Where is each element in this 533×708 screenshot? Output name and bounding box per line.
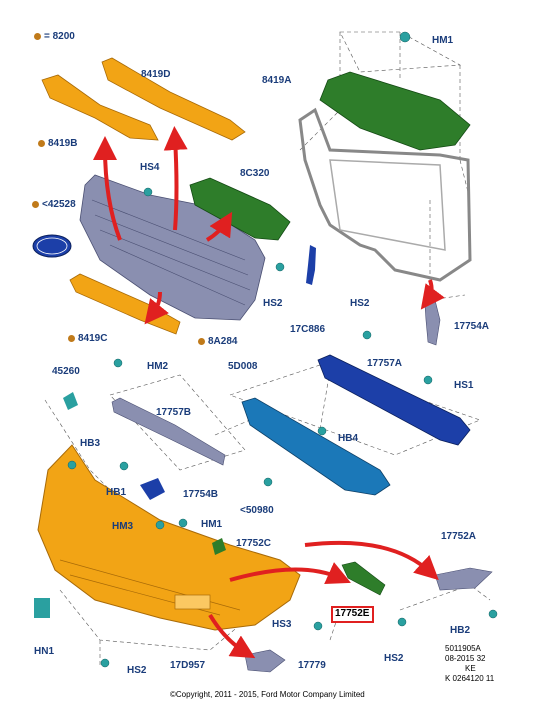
ref-line-4: K 0264120 11 [445, 674, 495, 683]
bracket-17754B [140, 478, 165, 500]
label-hs2-c: HS2 [127, 665, 147, 676]
label-hb2: HB2 [450, 625, 471, 636]
fastener-group [67, 31, 498, 668]
label-hm2: HM2 [147, 361, 169, 372]
label-8A284: 8A284 [198, 336, 237, 348]
assembly-arrows [93, 126, 445, 659]
label-hs3: HS3 [272, 619, 292, 630]
label-17757A: 17757A [367, 358, 403, 369]
dot-icon [68, 334, 75, 342]
legend-dot-icon [34, 32, 41, 40]
label-17754B: 17754B [183, 489, 219, 500]
label-17754A: 17754A [454, 321, 490, 332]
cover-17779 [244, 649, 286, 673]
part-HN1 [34, 598, 50, 618]
label-hm3: HM3 [112, 521, 134, 532]
label-17752E: 17752E [335, 608, 370, 619]
highlight-box-17752E [331, 606, 374, 623]
grille-8419D [101, 57, 246, 141]
label-45260: 45260 [52, 366, 80, 377]
label-5D008: 5D008 [228, 361, 258, 372]
label-17779: 17779 [298, 660, 326, 671]
ford-emblem [32, 234, 72, 258]
radiator-support [298, 107, 472, 282]
dot-icon [32, 200, 39, 208]
reference-block: 5011905A 08-2015 32 KE K 0264120 11 [445, 644, 494, 684]
label-8419B: 8419B [38, 138, 77, 150]
legend-8200: = 8200 [34, 31, 75, 43]
label-17D957: 17D957 [170, 660, 206, 671]
copyright-text: ©Copyright, 2011 - 2015, Ford Motor Comp… [170, 690, 365, 699]
reinforcement-17757A [317, 354, 471, 446]
label-42528: <42528 [32, 199, 76, 211]
label-hb3: HB3 [80, 438, 101, 449]
shield-8419A [319, 71, 471, 151]
bracket-17C886 [306, 245, 316, 285]
label-50980: <50980 [240, 505, 274, 516]
label-hn1: HN1 [34, 646, 55, 657]
absorber-5D008 [241, 397, 391, 496]
label-8419D: 8419D [141, 69, 171, 80]
label-hs1: HS1 [454, 380, 474, 391]
bracket-17754A [424, 299, 441, 346]
label-hs2-a: HS2 [263, 298, 283, 309]
dot-icon [38, 139, 45, 147]
deflector-8C320 [189, 177, 291, 241]
label-17757B: 17757B [156, 407, 192, 418]
bracket-17752E [341, 561, 386, 596]
label-8419A: 8419A [262, 75, 292, 86]
label-hb4: HB4 [338, 433, 359, 444]
label-hs2-b: HS2 [350, 298, 370, 309]
label-17752C: 17752C [236, 538, 272, 549]
bracket-17752A [434, 567, 493, 591]
label-17C886: 17C886 [290, 324, 326, 335]
label-hs2-d: HS2 [384, 653, 404, 664]
label-hm1-top: HM1 [432, 35, 454, 46]
label-hb1: HB1 [106, 487, 127, 498]
part-45260 [63, 392, 78, 410]
label-8419C: 8419C [68, 333, 107, 345]
label-17752A: 17752A [441, 531, 477, 542]
ref-line-1: 5011905A [445, 644, 481, 653]
bar-17757B [111, 397, 226, 466]
bracket-17752C [212, 538, 226, 555]
label-hm1-bottom: HM1 [201, 519, 223, 530]
ref-line-3: KE [465, 664, 476, 673]
label-8C320: 8C320 [240, 168, 270, 179]
dot-icon [198, 337, 205, 345]
grille-8419B [41, 74, 159, 141]
label-hs4: HS4 [140, 162, 160, 173]
ref-line-2: 08-2015 32 [445, 654, 486, 663]
